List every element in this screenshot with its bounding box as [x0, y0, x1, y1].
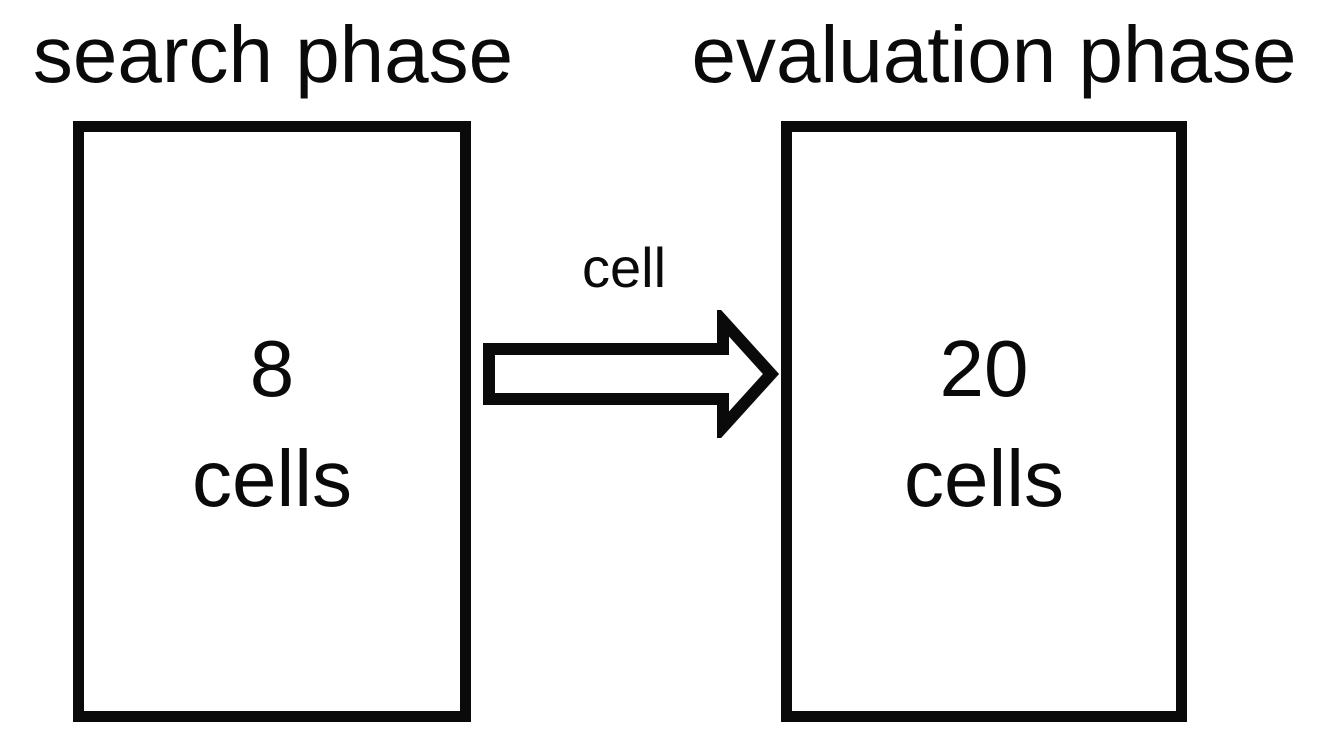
search-phase-title: search phase [32, 10, 514, 99]
search-phase-label: 8 cells [73, 314, 471, 534]
evaluation-phase-cell-unit: cells [903, 434, 1065, 523]
evaluation-phase-label: 20 cells [781, 314, 1187, 534]
search-phase-box [73, 121, 471, 722]
search-phase-cell-unit: cells [191, 434, 353, 523]
right-block-arrow-icon [483, 310, 780, 438]
evaluation-phase-box [781, 121, 1187, 722]
arrow-label: cell [581, 236, 667, 299]
evaluation-phase-title: evaluation phase [691, 10, 1297, 99]
evaluation-phase-cell-count: 20 [939, 324, 1029, 413]
search-phase-cell-count: 8 [249, 324, 295, 413]
